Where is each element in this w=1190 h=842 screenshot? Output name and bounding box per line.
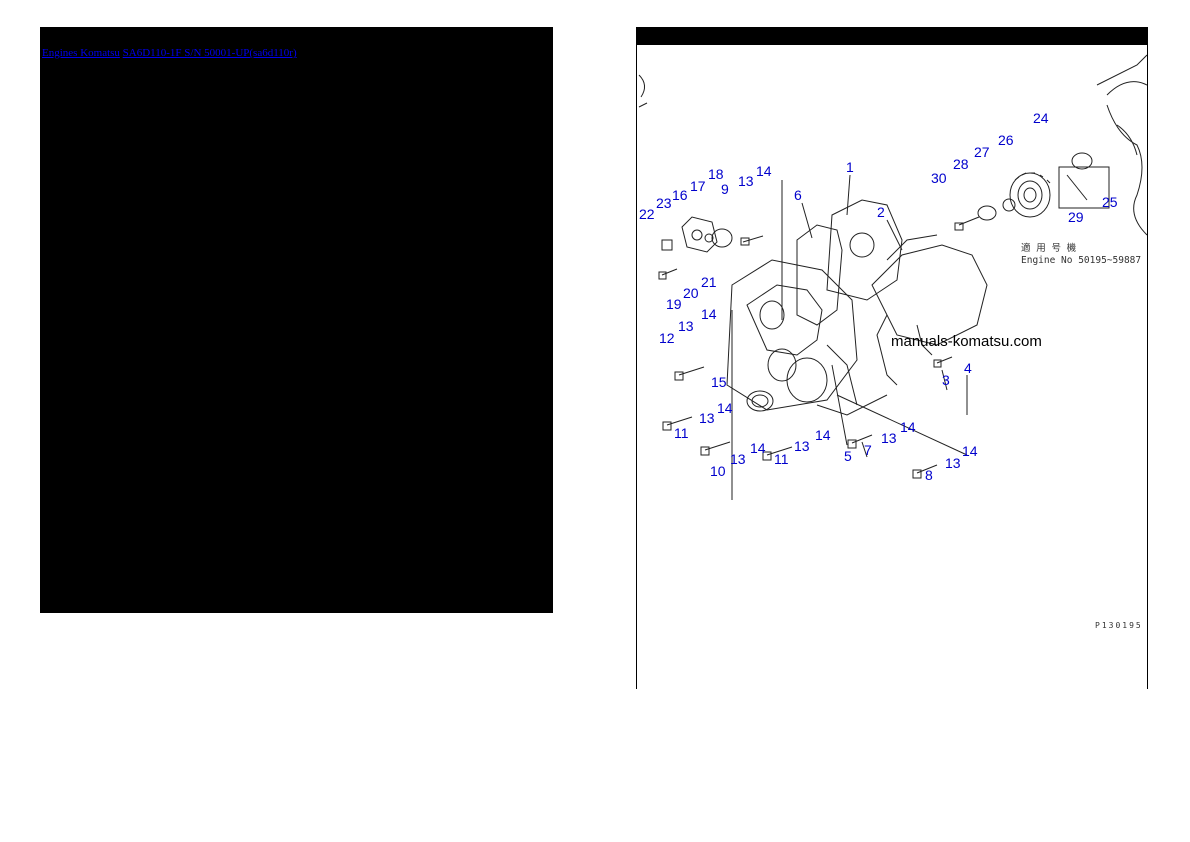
part-callout-10[interactable]: 10 — [710, 463, 726, 479]
part-callout-4[interactable]: 4 — [964, 360, 972, 376]
part-callout-25[interactable]: 25 — [1102, 194, 1118, 210]
applicability-label: 適 用 号 機 — [1021, 243, 1077, 254]
part-callout-9[interactable]: 9 — [721, 181, 729, 197]
part-callout-11[interactable]: 11 — [774, 451, 789, 467]
part-callout-17[interactable]: 17 — [690, 178, 706, 194]
part-callout-27[interactable]: 27 — [974, 144, 990, 160]
breadcrumb-link-engines-komatsu[interactable]: Engines Komatsu — [42, 47, 120, 59]
part-callout-11[interactable]: 11 — [674, 425, 689, 441]
part-callout-15[interactable]: 15 — [711, 374, 727, 390]
part-callout-13[interactable]: 13 — [794, 438, 810, 454]
part-callout-28[interactable]: 28 — [953, 156, 969, 172]
part-callout-24[interactable]: 24 — [1033, 110, 1049, 126]
part-callout-20[interactable]: 20 — [683, 285, 699, 301]
part-callout-21[interactable]: 21 — [701, 274, 717, 290]
part-callout-13[interactable]: 13 — [678, 318, 694, 334]
part-callout-14[interactable]: 14 — [756, 163, 772, 179]
part-callout-13[interactable]: 13 — [881, 430, 897, 446]
part-callout-16[interactable]: 16 — [672, 187, 688, 203]
part-callout-14[interactable]: 14 — [701, 306, 717, 322]
watermark-text: manuals-komatsu.com — [891, 333, 1042, 350]
left-panel: Engines Komatsu SA6D110-1F S/N 50001-UP(… — [40, 27, 553, 613]
part-callout-6[interactable]: 6 — [794, 187, 802, 203]
breadcrumb: Engines Komatsu SA6D110-1F S/N 50001-UP(… — [42, 47, 297, 60]
part-callout-13[interactable]: 13 — [730, 451, 746, 467]
part-callout-1[interactable]: 1 — [846, 159, 854, 175]
part-callout-19[interactable]: 19 — [666, 296, 682, 312]
part-callout-14[interactable]: 14 — [962, 443, 978, 459]
part-callout-13[interactable]: 13 — [945, 455, 961, 471]
part-callout-7[interactable]: 7 — [864, 442, 872, 458]
part-callout-22[interactable]: 22 — [639, 206, 655, 222]
breadcrumb-link-model[interactable]: SA6D110-1F S/N 50001-UP(sa6d110r) — [122, 47, 297, 59]
part-callout-23[interactable]: 23 — [656, 195, 672, 211]
part-callout-5[interactable]: 5 — [844, 448, 852, 464]
figure-number: P130195 — [1095, 621, 1143, 630]
part-callout-2[interactable]: 2 — [877, 204, 885, 220]
part-callout-13[interactable]: 13 — [699, 410, 715, 426]
part-callout-14[interactable]: 14 — [815, 427, 831, 443]
part-callout-8[interactable]: 8 — [925, 467, 933, 483]
applicability-value: Engine No 50195~59887 — [1021, 255, 1142, 266]
part-callout-14[interactable]: 14 — [900, 419, 916, 435]
part-callout-18[interactable]: 18 — [708, 166, 724, 182]
part-callout-14[interactable]: 14 — [717, 400, 733, 416]
exploded-view-drawing — [638, 54, 1147, 500]
part-callout-29[interactable]: 29 — [1068, 209, 1084, 225]
part-callout-13[interactable]: 13 — [738, 173, 754, 189]
diagram-header-bar — [637, 27, 1147, 45]
applicability-note: 適 用 号 機 Engine No 50195~59887 — [1021, 243, 1141, 267]
part-callout-3[interactable]: 3 — [942, 372, 950, 388]
part-callout-14[interactable]: 14 — [750, 440, 766, 456]
part-callout-12[interactable]: 12 — [659, 330, 675, 346]
part-callout-30[interactable]: 30 — [931, 170, 947, 186]
part-callout-26[interactable]: 26 — [998, 132, 1014, 148]
